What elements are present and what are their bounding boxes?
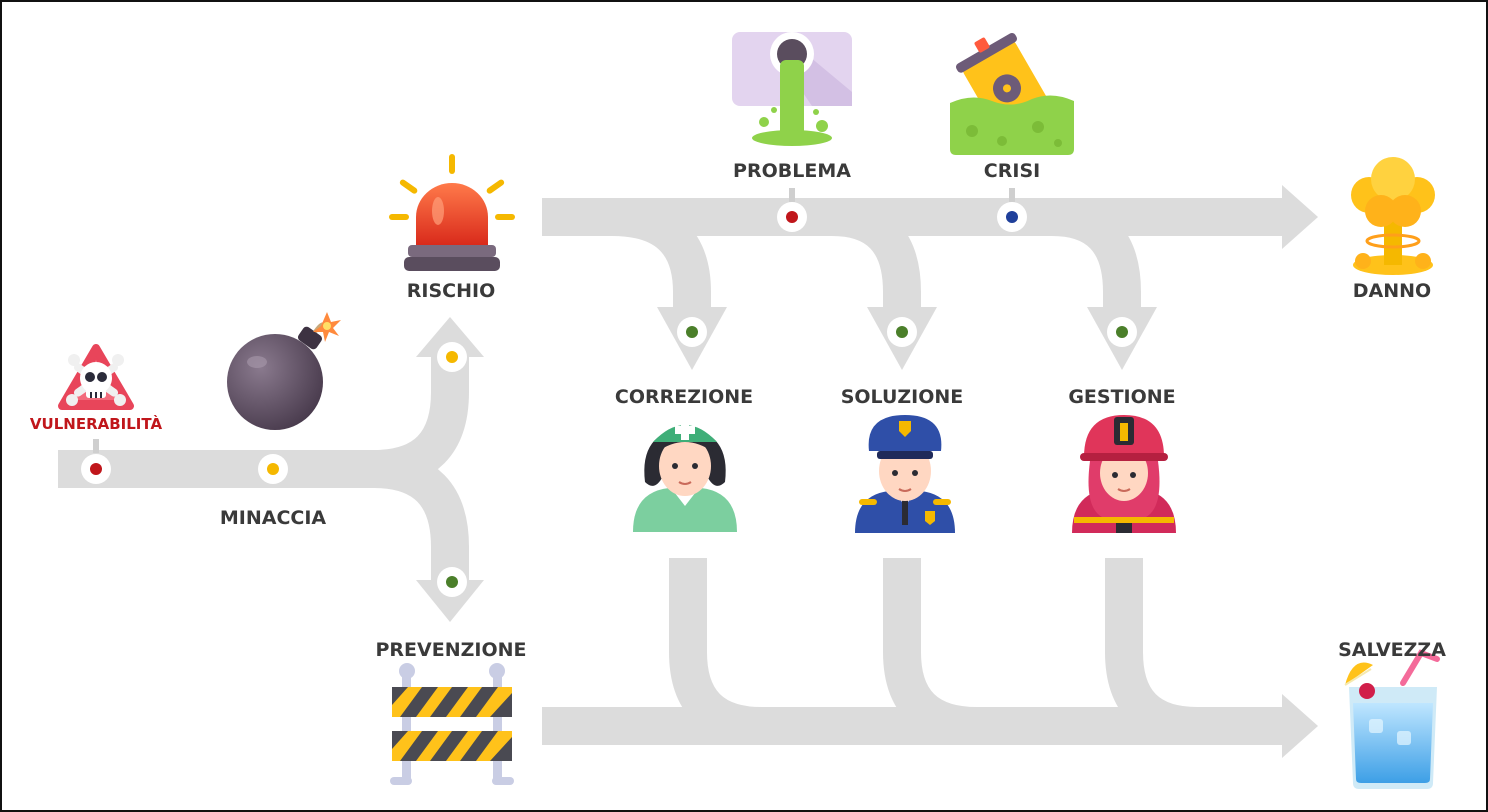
dot-prevenzione	[437, 567, 467, 597]
arrow-right-danno	[1282, 185, 1318, 249]
label-problema: PROBLEMA	[733, 160, 851, 182]
nurse-icon	[633, 420, 737, 532]
label-danno: DANNO	[1353, 280, 1431, 302]
cocktail-icon	[1344, 649, 1440, 789]
dot-soluzione	[887, 317, 917, 347]
dot-crisi	[997, 188, 1027, 232]
arrow-heads	[416, 185, 1318, 758]
label-minaccia: MINACCIA	[220, 507, 327, 529]
siren-icon	[389, 154, 515, 271]
track-branch-soluzione	[831, 198, 921, 312]
barrier-icon	[390, 663, 514, 785]
track-branch-gestione	[1051, 198, 1141, 312]
arrow-down-prevenzione	[416, 580, 484, 622]
label-vulnerabilita: VULNERABILITÀ	[30, 414, 163, 433]
track-branch-correzione	[611, 198, 711, 312]
dot-minaccia	[258, 454, 288, 484]
track-merge-correzione	[669, 558, 763, 745]
dot-correzione	[677, 317, 707, 347]
label-gestione: GESTIONE	[1068, 386, 1175, 408]
dot-vulnerabilita	[81, 439, 111, 484]
bomb-icon	[227, 312, 341, 430]
dot-problema	[777, 188, 807, 232]
flow-dots	[81, 188, 1137, 597]
label-prevenzione: PREVENZIONE	[376, 639, 527, 661]
track-merge-soluzione	[883, 558, 978, 745]
track-to-prevenzione	[373, 450, 469, 582]
arrow-right-salvezza	[1282, 694, 1318, 758]
skull-warning-icon	[58, 344, 134, 410]
label-rischio: RISCHIO	[407, 280, 495, 302]
police-officer-icon	[855, 415, 955, 533]
track-merge-gestione	[1105, 558, 1198, 745]
firefighter-icon	[1072, 415, 1176, 533]
dot-gestione	[1107, 317, 1137, 347]
radioactive-barrel-icon	[950, 32, 1074, 155]
toxic-pipe-icon	[732, 32, 852, 146]
dot-rischio	[437, 342, 467, 372]
label-salvezza: SALVEZZA	[1338, 639, 1446, 661]
arrow-up-rischio	[416, 317, 484, 357]
explosion-icon	[1351, 157, 1435, 275]
label-correzione: CORREZIONE	[615, 386, 753, 408]
label-crisi: CRISI	[984, 160, 1040, 182]
flow-tracks	[58, 198, 1284, 745]
label-soluzione: SOLUZIONE	[841, 386, 964, 408]
